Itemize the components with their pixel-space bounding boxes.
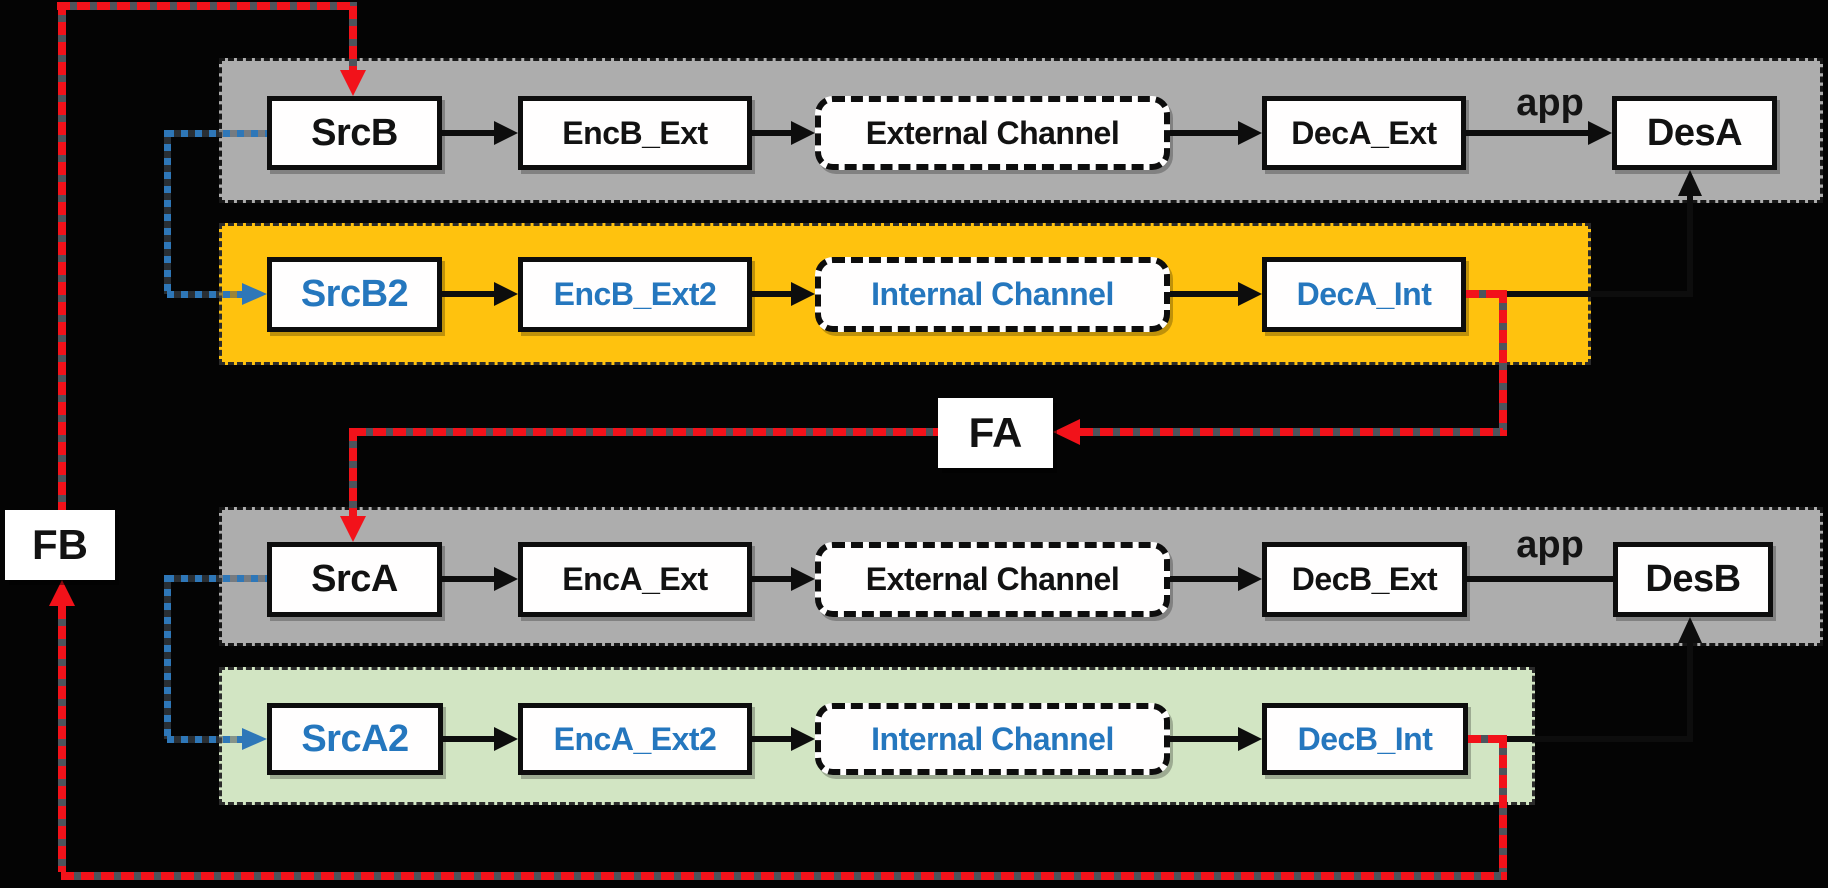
app-label-bottom: app [1516,524,1584,566]
arrow-encaext2-intch-head [791,727,815,751]
link-srcb2-in-line [167,291,242,298]
arrow-intch-decbint-line [1170,736,1240,742]
box-deca-ext: DecA_Ext [1262,96,1466,170]
fa-loop-into-fa-head [1053,419,1080,445]
fb-loop-left-lower-line [58,606,66,872]
arrow-into-desa-head [1678,170,1702,196]
arrow-srca-encaext-head [494,567,518,591]
box-external-channel-b: External Channel [815,96,1170,170]
arrow-encbext-extch-head [791,121,815,145]
arrow-srca2-encaext2-head [494,727,518,751]
line-decaint-up [1687,196,1693,294]
arrow-encaext-extch-line [752,576,793,582]
link-into-srcb2-head [242,283,267,305]
link-srca2-in-line [167,736,242,743]
box-srca2: SrcA2 [267,703,443,775]
fa-loop-right-line [1080,428,1503,436]
arrow-srcb-encbext-line [442,130,496,136]
fa-loop-stub-decaint [1466,290,1507,298]
box-encb-ext2: EncB_Ext2 [518,257,752,332]
fb-loop-left-upper-line [58,2,66,510]
link-into-srca2-head [242,728,267,750]
fb-loop-drop-srcb-line [349,6,357,70]
app-label-top: app [1516,82,1584,124]
line-decaint-right [1466,291,1693,297]
box-enca-ext: EncA_Ext [518,542,752,617]
line-decbint-right [1468,736,1693,742]
arrow-extch-decaext-head [1238,121,1262,145]
box-srcb2: SrcB2 [267,257,442,332]
box-enca-ext2: EncA_Ext2 [518,703,752,775]
line-decbint-up [1687,643,1693,739]
arrow-decaext-desa-line [1466,130,1590,136]
box-encb-ext: EncB_Ext [518,96,752,170]
arrow-srca-encaext-line [442,576,496,582]
box-fb: FB [5,510,115,580]
fb-loop-into-fb-head [49,580,75,606]
arrow-encbext-extch-line [752,130,793,136]
arrow-intch-decaint-head [1238,282,1262,306]
arrow-encaext2-intch-line [752,736,793,742]
arrow-extch-decaext-line [1170,130,1240,136]
box-fa: FA [938,398,1053,468]
box-internal-channel-a: Internal Channel [815,703,1170,775]
arrow-intch-decbint-head [1238,727,1262,751]
box-srcb: SrcB [267,96,442,170]
box-srca: SrcA [267,542,442,617]
arrow-encaext-extch-head [791,567,815,591]
link-srcb-out-line [167,130,267,137]
arrow-extch-decbext-head [1238,567,1262,591]
fb-loop-down-line [1499,735,1507,880]
fb-loop-bottom-line [61,872,1507,880]
box-decb-int: DecB_Int [1262,703,1468,775]
box-deca-int: DecA_Int [1262,257,1466,332]
arrow-encbext2-intch-line [752,291,793,297]
arrow-extch-decbext-line [1170,576,1240,582]
fb-loop-top-line [57,2,357,10]
fb-loop-stub-decbint [1468,735,1507,743]
link-srca-out-line [167,575,267,582]
fa-loop-left-line [353,428,938,436]
link-srcb-down-line [164,130,171,294]
arrow-srcb2-encbext2-line [442,291,496,297]
arrow-srca2-encaext2-line [443,736,496,742]
fa-loop-drop-srca-line [349,428,357,516]
box-external-channel-a: External Channel [815,542,1170,617]
arrow-intch-decaint-line [1170,291,1240,297]
fa-loop-down-line [1499,290,1507,436]
fb-loop-into-srcb-head [340,70,366,96]
arrow-encbext2-intch-head [791,282,815,306]
arrow-decaext-desa-head [1588,121,1612,145]
arrow-srcb2-encbext2-head [494,282,518,306]
box-desb: DesB [1613,542,1773,617]
box-internal-channel-b: Internal Channel [815,257,1170,332]
line-decbext-desb [1467,576,1613,582]
box-decb-ext: DecB_Ext [1262,542,1467,617]
arrow-into-desb-head [1678,617,1702,643]
link-srca-down-line [164,575,171,739]
box-desa: DesA [1612,96,1777,170]
fa-loop-into-srca-head [340,516,366,542]
arrow-srcb-encbext-head [494,121,518,145]
